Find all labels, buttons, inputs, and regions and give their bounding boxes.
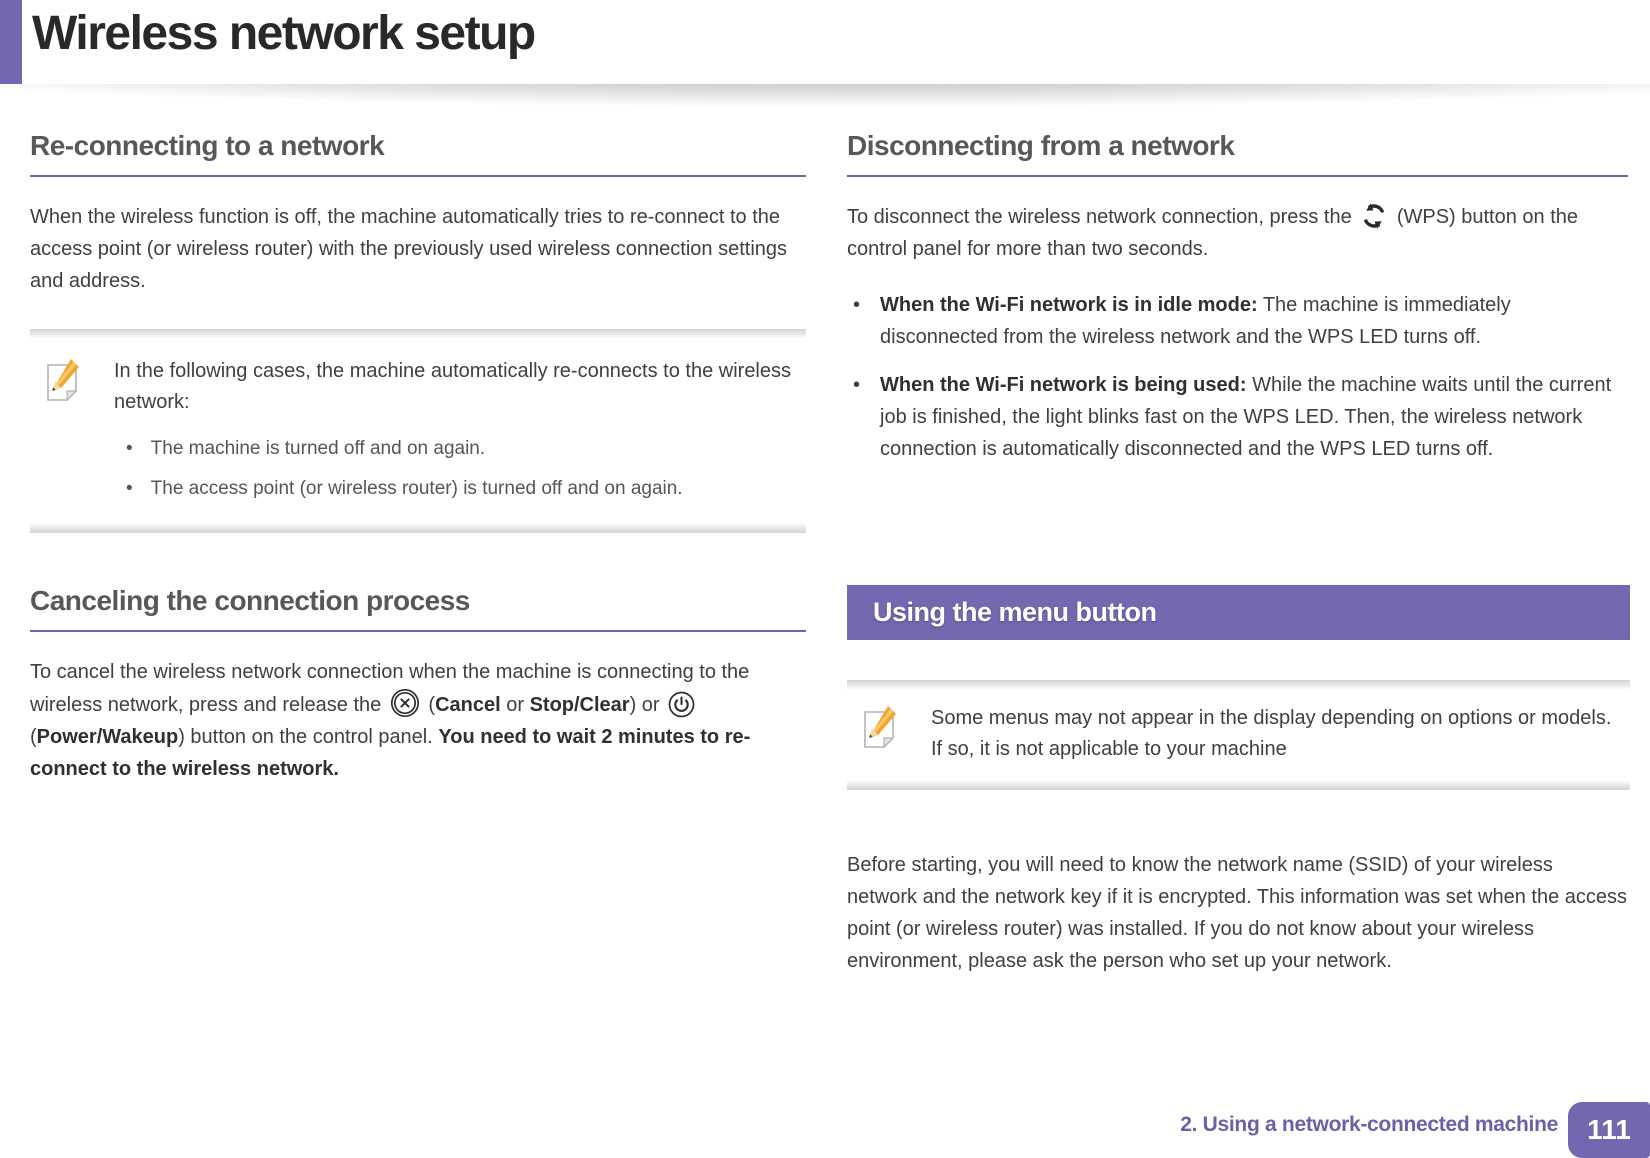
- note-bullet-item: • The access point (or wireless router) …: [114, 474, 798, 504]
- note-pencil-icon: [861, 703, 903, 765]
- note-box-reconnect: In the following cases, the machine auto…: [30, 329, 806, 533]
- page-title: Wireless network setup: [32, 7, 536, 60]
- bullet-glyph: •: [126, 478, 133, 499]
- reconnect-paragraph: When the wireless function is off, the m…: [30, 206, 788, 292]
- section-heading-reconnecting: Re-connecting to a network: [30, 125, 806, 177]
- bullet-glyph: •: [853, 294, 861, 316]
- note-text: Some menus may not appear in the display…: [931, 707, 1612, 760]
- wifi-mode-list: • When the Wi-Fi network is in idle mode…: [847, 289, 1628, 465]
- note-box-bottom-edge: [847, 781, 1630, 790]
- note-box-bottom-edge: [30, 524, 806, 533]
- canceling-paragraph: To cancel the wireless network connectio…: [30, 661, 751, 780]
- bullet-glyph: •: [853, 374, 861, 396]
- note-box-menu: Some menus may not appear in the display…: [847, 680, 1630, 790]
- note-pencil-icon: [44, 356, 86, 504]
- page-number-badge: 111: [1568, 1102, 1650, 1158]
- wifi-mode-text: When the Wi-Fi network is in idle mode: …: [880, 294, 1511, 348]
- subsection-banner-menu-button: Using the menu button: [847, 585, 1630, 640]
- note-bullet-text: The machine is turned off and on again.: [150, 438, 486, 459]
- disconnect-paragraph: To disconnect the wireless network conne…: [847, 201, 1628, 265]
- section-heading-canceling: Canceling the connection process: [30, 580, 806, 632]
- note-box-top-edge: [847, 680, 1630, 689]
- note-bullet-list: • The machine is turned off and on again…: [114, 434, 798, 504]
- left-column: Re-connecting to a network When the wire…: [30, 125, 806, 780]
- footer-chapter-label: 2. Using a network-connected machine: [1180, 1113, 1558, 1136]
- section-heading-disconnecting: Disconnecting from a network: [847, 125, 1628, 177]
- note-content: Some menus may not appear in the display…: [931, 703, 1622, 765]
- canceling-section: Canceling the connection process To canc…: [30, 580, 806, 785]
- title-accent-bar: [0, 0, 22, 92]
- wifi-mode-item-idle: • When the Wi-Fi network is in idle mode…: [847, 289, 1628, 353]
- before-starting-paragraph: Before starting, you will need to know t…: [847, 854, 1627, 972]
- title-divider: [0, 84, 1650, 110]
- cancel-icon: [390, 688, 420, 718]
- note-bullet-item: • The machine is turned off and on again…: [114, 434, 798, 464]
- wifi-mode-item-in-use: • When the Wi-Fi network is being used: …: [847, 369, 1628, 465]
- wps-icon: [1360, 202, 1388, 230]
- banner-label: Using the menu button: [873, 597, 1157, 627]
- right-column: Disconnecting from a network To disconne…: [847, 125, 1630, 972]
- note-content: In the following cases, the machine auto…: [114, 356, 798, 504]
- note-bullet-text: The access point (or wireless router) is…: [150, 478, 683, 499]
- wifi-mode-text: When the Wi-Fi network is being used: Wh…: [880, 374, 1612, 460]
- power-icon: [668, 691, 695, 718]
- note-box-top-edge: [30, 329, 806, 338]
- bullet-glyph: •: [126, 438, 133, 459]
- note-intro: In the following cases, the machine auto…: [114, 360, 792, 413]
